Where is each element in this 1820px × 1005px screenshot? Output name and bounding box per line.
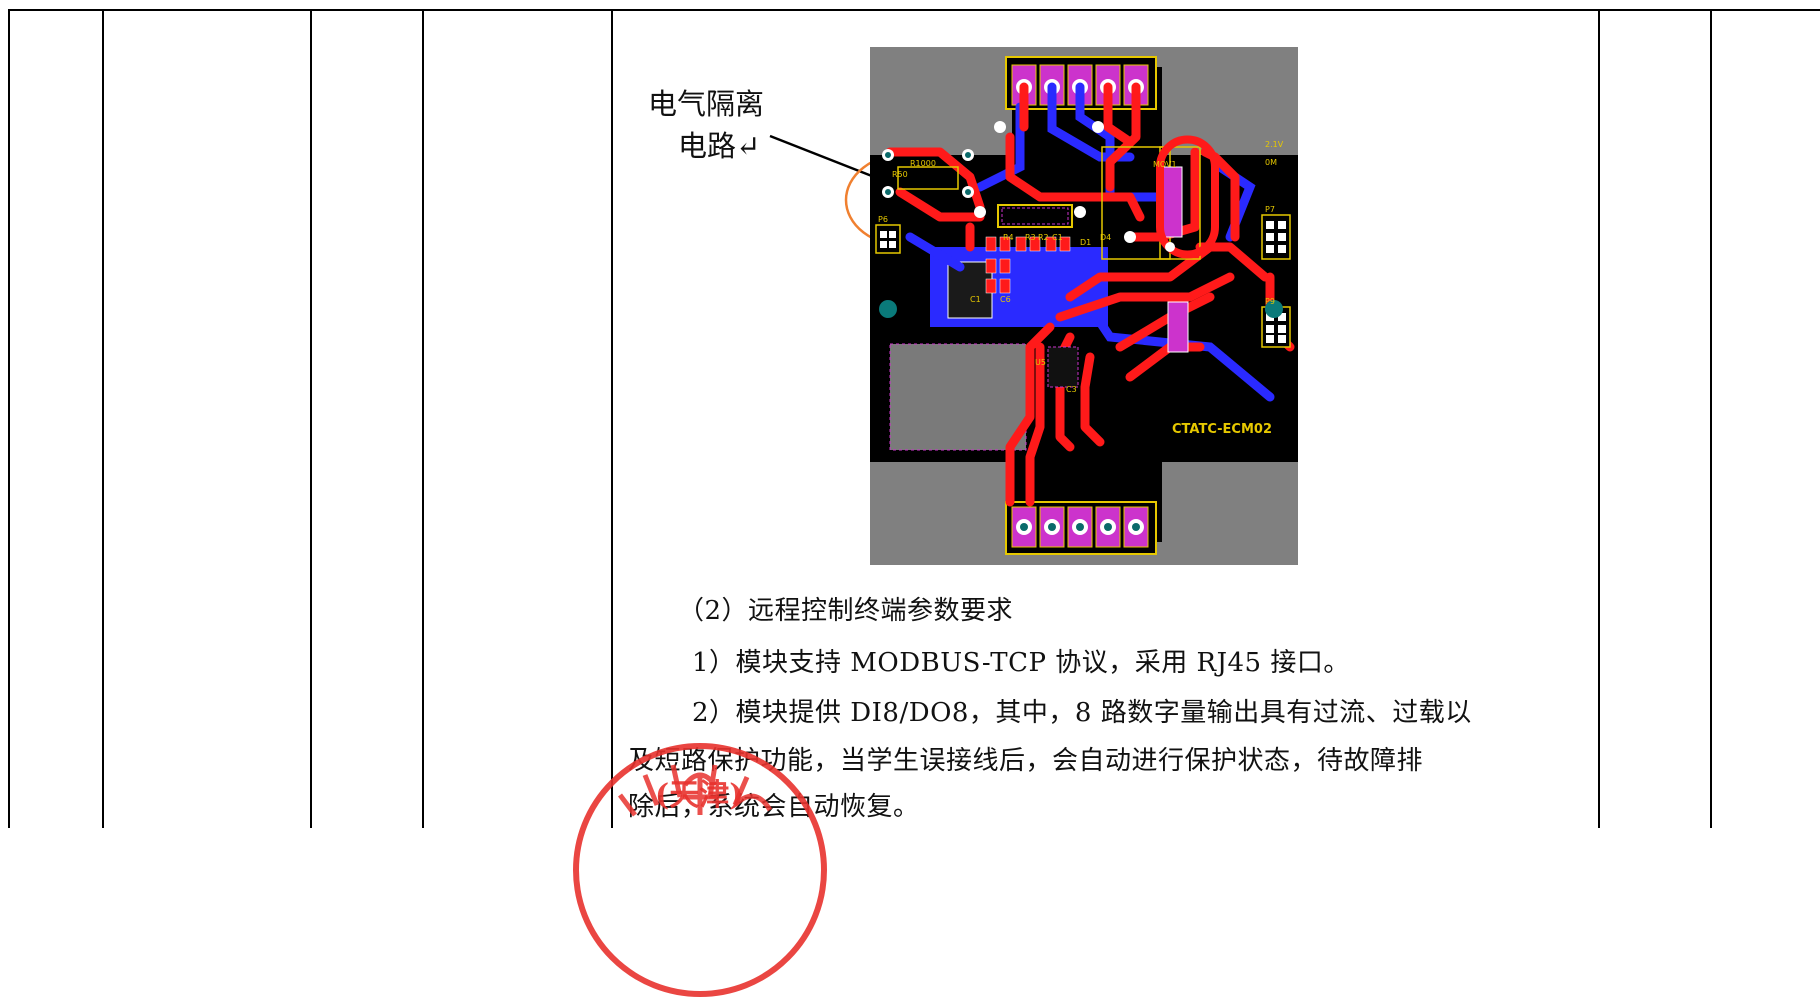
bottom-terminal-block: [1005, 501, 1157, 555]
column-border-1: [8, 10, 10, 828]
label-r50: R50: [892, 170, 908, 179]
label-p7: P7: [1265, 205, 1275, 214]
callout-label-line2: 电路↵: [678, 129, 761, 163]
section-heading: （2）远程控制终端参数要求: [678, 596, 1014, 626]
column-border-6: [1598, 10, 1600, 828]
column-border-3: [310, 10, 312, 828]
through-hole-drills: [885, 152, 971, 195]
label-d4: D4: [1100, 233, 1111, 242]
label-p9: P9: [1265, 297, 1275, 306]
label-mov1: MOV1: [1153, 160, 1177, 169]
label-r1000: R1000: [910, 159, 936, 168]
isolation-resistor-outline: [897, 166, 959, 190]
label-top-right-1: 2.1V: [1265, 140, 1284, 149]
pcb-cutout-bottom-left: [870, 462, 1012, 565]
smd-pads: [985, 236, 1071, 294]
connector-p7: [1261, 214, 1291, 260]
label-c3: C3: [1066, 385, 1077, 394]
requirement-item-2-line1: 2）模块提供 DI8/DO8，其中，8 路数字量输出具有过流、过载以: [692, 698, 1472, 728]
board-label: CTATC-ECM02: [1172, 422, 1272, 437]
label-r2: R2: [1038, 233, 1049, 242]
mounting-hole-right: [1265, 300, 1283, 318]
label-c1: C1: [1052, 233, 1063, 242]
mounting-hole-left: [879, 300, 897, 318]
label-c1b: C1: [970, 295, 981, 304]
requirement-item-1: 1）模块支持 MODBUS-TCP 协议，采用 RJ45 接口。: [692, 648, 1350, 678]
column-border-4: [422, 10, 424, 828]
requirement-item-2-line3: 除后，系统会自动恢复。: [628, 792, 920, 822]
label-p6: P6: [878, 215, 888, 224]
connector-p6: [875, 224, 901, 254]
pcb-layout-image: R1000 R50 MOV1 P6 P7 P9 R4 R3 R2 C1 D1 D…: [870, 47, 1298, 565]
label-r3: R3: [1025, 233, 1036, 242]
table-grid: [8, 9, 1820, 828]
label-top-right-2: 0M: [1265, 158, 1277, 167]
pcb-cutout-bottom-right: [1162, 462, 1298, 565]
pcb-transformer-area: [889, 343, 1027, 451]
column-border-5: [611, 10, 613, 828]
small-chip-right: [1167, 301, 1189, 353]
resistor-pack-hatch: [1001, 207, 1069, 225]
callout-label-line1: 电气隔离: [648, 87, 765, 121]
label-d1: D1: [1080, 238, 1091, 247]
large-pad-right: [1161, 166, 1183, 238]
pcb-cutout-top-left: [870, 47, 1012, 155]
isolator-chip: [947, 261, 993, 319]
column-border-7: [1710, 10, 1712, 828]
u5-chip: [1047, 346, 1079, 388]
column-border-2: [102, 10, 104, 828]
resistor-pack: [997, 204, 1073, 228]
label-u5: U5: [1035, 358, 1046, 367]
red-seal-stamp: (天津): [573, 743, 827, 997]
label-r4: R4: [1003, 233, 1014, 242]
label-c6: C6: [1000, 295, 1011, 304]
table-top-border: [8, 9, 1820, 11]
